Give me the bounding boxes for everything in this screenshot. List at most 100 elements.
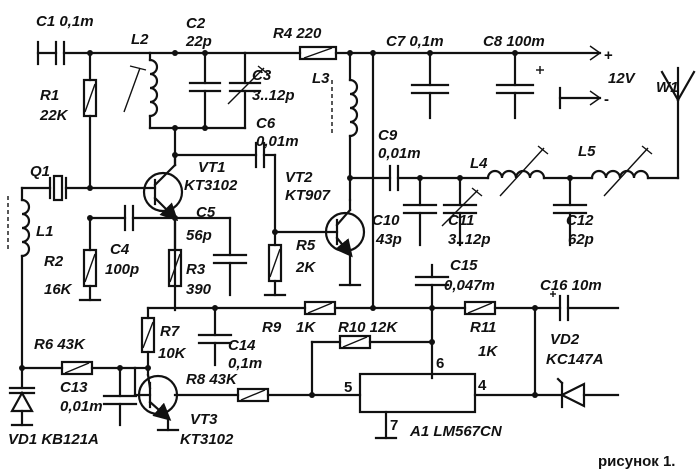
label-vt2-type: KT907 [285, 187, 331, 204]
zener-vd2 [473, 306, 620, 409]
label-r8: R8 43K [186, 371, 238, 388]
capacitor-c2 [188, 51, 222, 130]
label-r10: R10 12K [338, 319, 398, 336]
supply-terminal-plus [589, 45, 601, 61]
label-r7-value: 10K [158, 345, 187, 362]
capacitor-c16 [550, 291, 620, 322]
label-c7: C7 0,1m [386, 33, 444, 50]
label-r3: R3 [186, 261, 206, 278]
label-r9: R9 [262, 319, 282, 336]
ic-a1 [266, 372, 477, 440]
capacitor-c3 [227, 51, 269, 130]
inductor-l5 [590, 98, 680, 197]
label-l3: L3 [312, 70, 330, 87]
label-c9-value: 0,01m [378, 145, 421, 162]
capacitor-c4 [88, 204, 177, 232]
label-c3: C3 [252, 67, 272, 84]
label-c13: C13 [60, 379, 88, 396]
resistor-r3 [167, 216, 183, 288]
resistor-r7 [140, 306, 156, 377]
inductor-l4 [486, 145, 594, 197]
varicap-vd1 [8, 366, 36, 427]
capacitor-c12 [552, 176, 588, 247]
label-c12-value: 62p [568, 231, 594, 248]
capacitor-c6 [173, 141, 277, 234]
resistor-r5 [263, 230, 287, 297]
label-c5-value: 56p [186, 227, 212, 244]
capacitor-c8 [495, 51, 544, 120]
label-vd2-type: KC147A [546, 351, 604, 368]
transistor-vt3 [118, 366, 180, 432]
pin-label-7: 7 [390, 417, 398, 434]
label-c2: C2 [186, 15, 206, 32]
pin-label-5: 5 [344, 379, 352, 396]
label-vd1: VD1 KB121A [8, 431, 99, 448]
label-c15: C15 [450, 257, 478, 274]
capacitor-c7 [410, 51, 450, 120]
label-c1: C1 0,1m [36, 13, 94, 30]
resistor-r9 [303, 300, 337, 316]
label-c13-value: 0,01m [60, 398, 103, 415]
label-antenna: W1 [656, 79, 679, 96]
label-vt1-type: KT3102 [184, 177, 238, 194]
resistor-r4 [298, 45, 338, 61]
label-c6: C6 [256, 115, 276, 132]
antenna-w1 [660, 66, 696, 102]
pin-label-4: 4 [478, 377, 487, 394]
label-c10-value: 43p [375, 231, 402, 248]
capacitor-c10 [402, 176, 438, 247]
resistor-r10 [310, 334, 434, 397]
label-r7: R7 [160, 323, 180, 340]
label-c12: C12 [566, 212, 594, 229]
capacitor-c5 [173, 216, 248, 297]
label-r11-value: 1K [478, 343, 498, 360]
figure-caption: рисунок 1. [598, 453, 675, 470]
inductor-l3 [331, 51, 359, 202]
resistor-r1 [82, 51, 98, 190]
label-c11-value: 3..12p [448, 231, 491, 248]
resistor-r8 [173, 387, 270, 403]
label-l1: L1 [36, 223, 54, 240]
label-c10: C10 [372, 212, 400, 229]
label-c16: C16 10m [540, 277, 602, 294]
label-r4: R4 220 [273, 25, 322, 42]
label-vt1: VT1 [198, 159, 226, 176]
label-c3-value: 3..12p [252, 87, 295, 104]
label-l2: L2 [131, 31, 149, 48]
label-q1: Q1 [30, 163, 50, 180]
label-c6-value: 0,01m [256, 133, 299, 150]
resistor-r6 [20, 360, 122, 376]
label-c14: C14 [228, 337, 256, 354]
label-r9-value: 1K [296, 319, 316, 336]
label-supply-voltage: 12V [608, 70, 637, 87]
inductor-l2 [123, 51, 247, 130]
label-a1: A1 LM567CN [409, 423, 503, 440]
label-c14-value: 0,1m [228, 355, 262, 372]
resistor-r11 [463, 300, 497, 316]
supply-terminal-minus [558, 86, 602, 110]
label-r5: R5 [296, 237, 316, 254]
label-r2-value: 16K [44, 281, 73, 298]
transistor-vt1 [88, 163, 184, 222]
inductor-l1 [7, 186, 31, 370]
label-c4-value: 100p [105, 261, 139, 278]
capacitor-c14 [197, 306, 233, 367]
transistor-vt2 [273, 198, 366, 287]
label-r3-value: 390 [186, 281, 212, 298]
label-c9: C9 [378, 127, 398, 144]
label-r6: R6 43K [34, 336, 86, 353]
label-c15-value: 0,047m [444, 277, 495, 294]
pin-label-6: 6 [436, 355, 444, 372]
label-l4: L4 [470, 155, 488, 172]
label-c2-value: 22p [185, 33, 212, 50]
label-supply-minus: - [604, 91, 609, 108]
label-r5-value: 2K [295, 259, 316, 276]
label-vt3-type: KT3102 [180, 431, 234, 448]
label-c5: C5 [196, 204, 216, 221]
label-r11: R11 [470, 319, 496, 336]
capacitor-c1 [36, 40, 152, 66]
label-supply-plus: + [604, 47, 613, 64]
capacitor-c11 [441, 176, 483, 247]
